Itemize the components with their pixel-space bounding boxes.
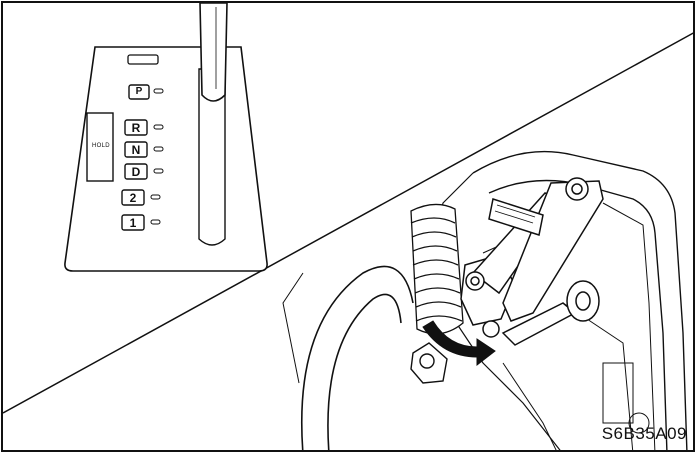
position-2-label: 2 <box>129 191 137 205</box>
direction-arrow <box>422 320 496 367</box>
position-p-box <box>128 84 150 100</box>
illustration-frame: P R N D 2 1 HOLD S6B35A09 <box>1 1 695 452</box>
position-2-box <box>121 189 145 206</box>
hold-label: HOLD <box>92 143 110 149</box>
shift-console <box>64 46 268 272</box>
divider-line <box>3 32 693 414</box>
position-r-label: R <box>131 121 141 135</box>
rubber-boot <box>410 203 464 335</box>
shift-linkage <box>460 177 604 346</box>
position-n-box <box>124 141 148 158</box>
position-1-box <box>121 214 145 231</box>
position-d-box <box>124 163 148 180</box>
position-p-label: P <box>135 86 143 97</box>
position-d-label: D <box>131 165 141 179</box>
shift-position-boxes <box>121 84 150 231</box>
lower-fitting <box>410 342 448 384</box>
position-r-box <box>124 119 148 136</box>
position-n-label: N <box>131 143 141 157</box>
wheel-rim <box>282 265 414 450</box>
position-1-label: 1 <box>129 216 137 230</box>
shift-lever <box>199 3 228 102</box>
figure-code: S6B35A09 <box>601 424 687 443</box>
indicator-dashes <box>150 88 164 225</box>
diagram-artwork <box>3 3 693 450</box>
